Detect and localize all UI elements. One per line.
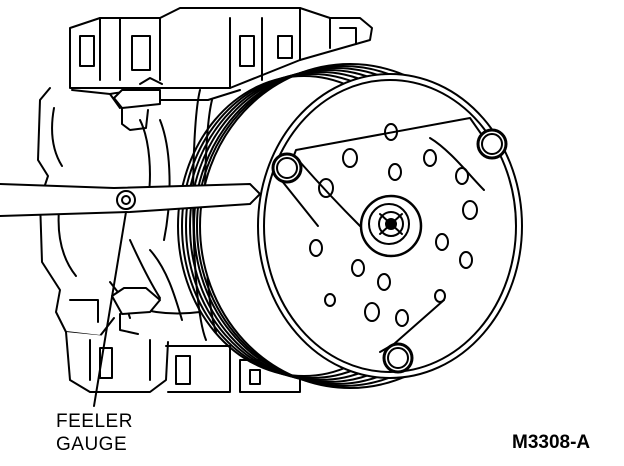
callout-leader bbox=[93, 211, 127, 407]
clutch-pulley bbox=[177, 63, 523, 389]
feeler-gauge bbox=[0, 183, 261, 217]
callout-label-line1: FEELER bbox=[56, 411, 133, 432]
figure-id-label: M3308-A bbox=[512, 432, 591, 453]
callout-label-line2: GAUGE bbox=[56, 434, 128, 455]
compressor-body bbox=[37, 7, 373, 393]
